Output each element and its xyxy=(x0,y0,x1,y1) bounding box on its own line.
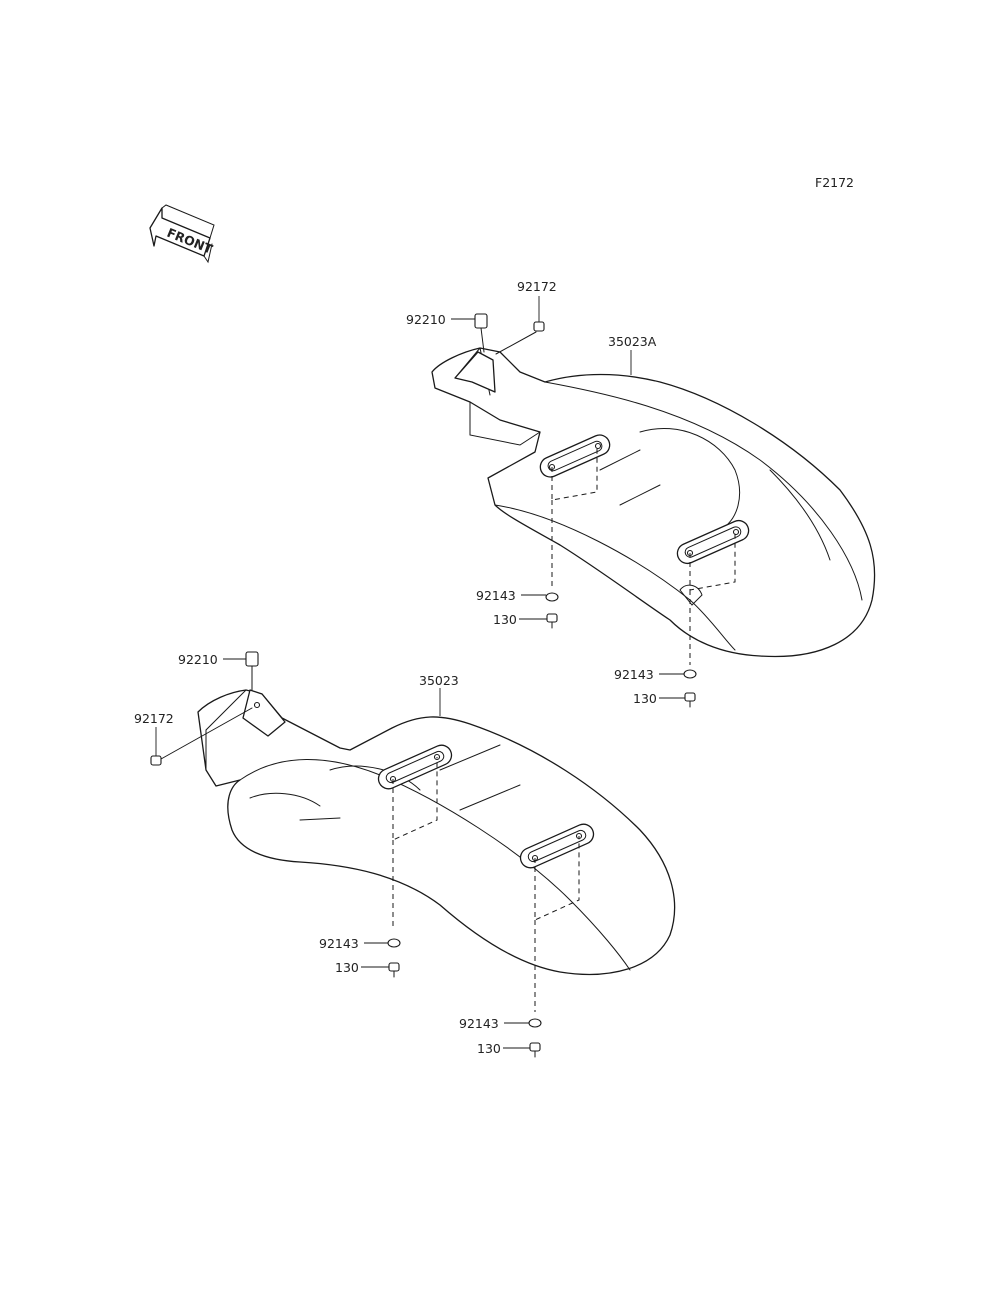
label-130-lower-left: 130 xyxy=(335,960,359,975)
figure-code: F2172 xyxy=(815,175,854,190)
label-92210-lower: 92210 xyxy=(178,652,218,667)
label-35023: 35023 xyxy=(419,673,459,688)
bolt-130-upper-left xyxy=(546,613,558,629)
clip-92210-upper xyxy=(474,313,488,353)
label-130-upper-left: 130 xyxy=(493,612,517,627)
label-92172-lower: 92172 xyxy=(134,711,174,726)
bolt-130-upper-right xyxy=(684,692,696,708)
front-arrow-icon: FRONT xyxy=(149,204,215,264)
washer-92143-upper-left xyxy=(545,592,559,602)
clip-92210-lower xyxy=(245,651,259,691)
screw-92172-upper xyxy=(495,321,545,355)
bolt-130-lower-right xyxy=(529,1042,541,1058)
washer-92143-lower-left xyxy=(387,938,401,948)
fender-35023 xyxy=(197,689,676,975)
label-92143-lower-right: 92143 xyxy=(459,1016,499,1031)
label-92172-upper: 92172 xyxy=(517,279,557,294)
label-130-lower-right: 130 xyxy=(477,1041,501,1056)
label-130-upper-right: 130 xyxy=(633,691,657,706)
screw-92172-lower xyxy=(150,707,253,766)
washer-92143-upper-right xyxy=(683,669,697,679)
fender-35023A xyxy=(431,347,876,658)
label-35023A: 35023A xyxy=(608,334,657,349)
label-92143-upper-right: 92143 xyxy=(614,667,654,682)
bolt-130-lower-left xyxy=(388,962,400,978)
washer-92143-lower-right xyxy=(528,1018,542,1028)
label-92143-upper-left: 92143 xyxy=(476,588,516,603)
label-92210-upper: 92210 xyxy=(406,312,446,327)
label-92143-lower-left: 92143 xyxy=(319,936,359,951)
